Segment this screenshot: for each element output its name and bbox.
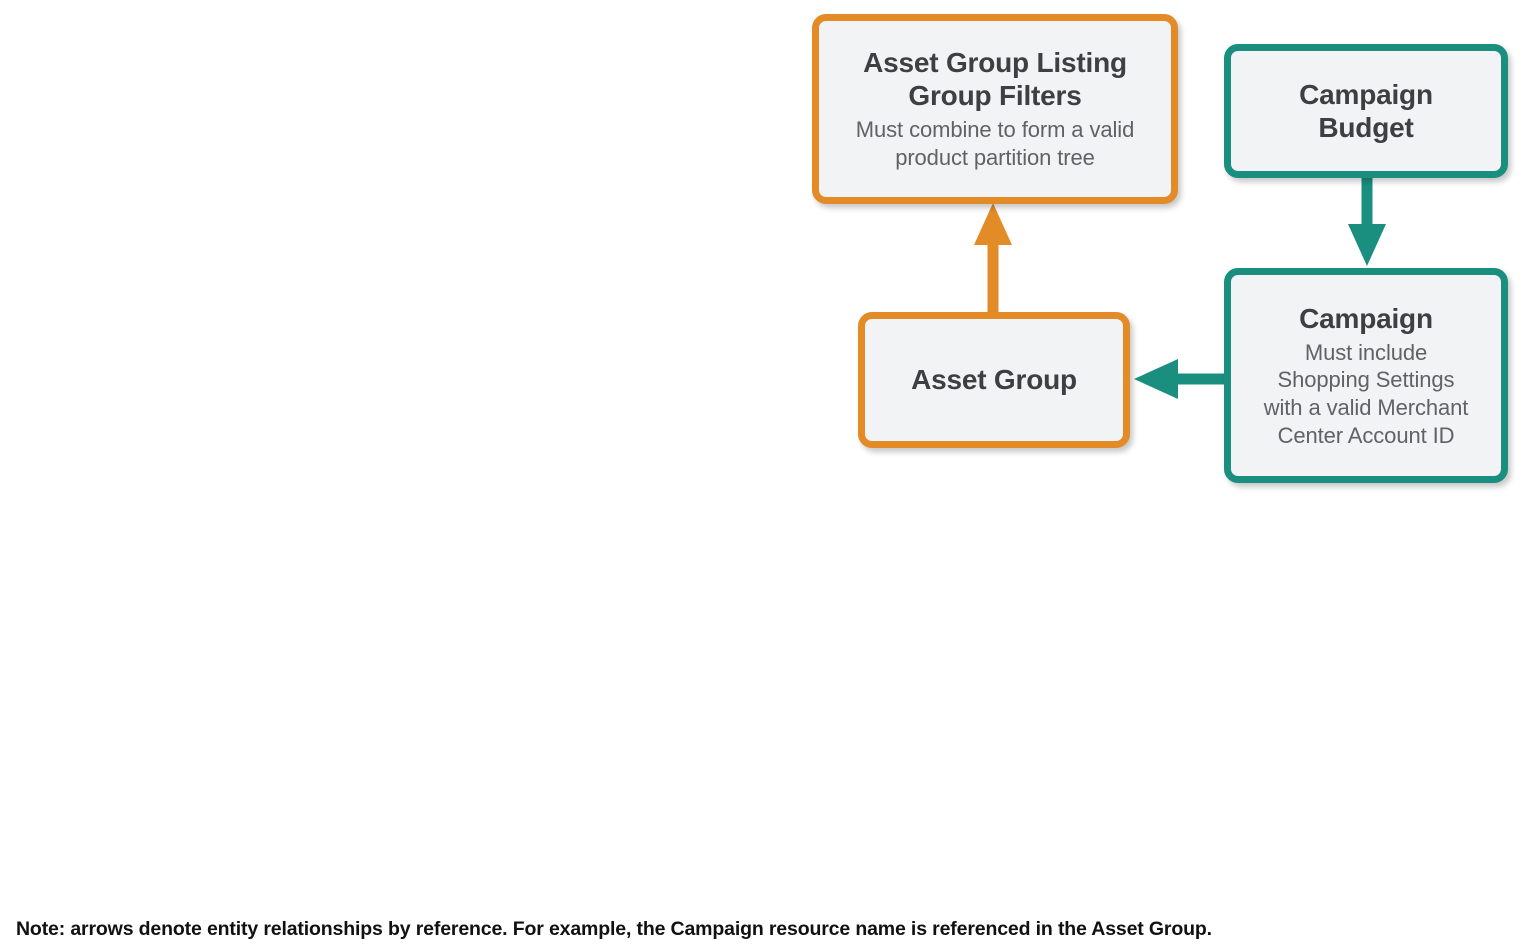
node-campaign[interactable]: Campaign Must include Shopping Settings … xyxy=(1224,268,1508,483)
node-asset-group-listing-group-filters[interactable]: Asset Group Listing Group Filters Must c… xyxy=(812,14,1178,204)
node-description: Must combine to form a valid product par… xyxy=(855,117,1135,171)
footer-note: Note: arrows denote entity relationships… xyxy=(16,918,1212,940)
node-title: Asset Group xyxy=(911,364,1077,396)
arrow-campaign-budget-to-campaign xyxy=(1348,176,1386,266)
node-title: Asset Group Listing Group Filters xyxy=(863,47,1127,112)
node-title: Campaign xyxy=(1299,302,1433,334)
arrow-campaign-to-asset-group xyxy=(1134,359,1226,399)
node-campaign-budget[interactable]: Campaign Budget xyxy=(1224,44,1508,178)
node-title: Campaign Budget xyxy=(1299,78,1433,143)
arrow-asset-group-to-listing-group-filters xyxy=(974,203,1012,314)
node-asset-group[interactable]: Asset Group xyxy=(858,312,1130,448)
node-description: Must include Shopping Settings with a va… xyxy=(1263,339,1469,448)
